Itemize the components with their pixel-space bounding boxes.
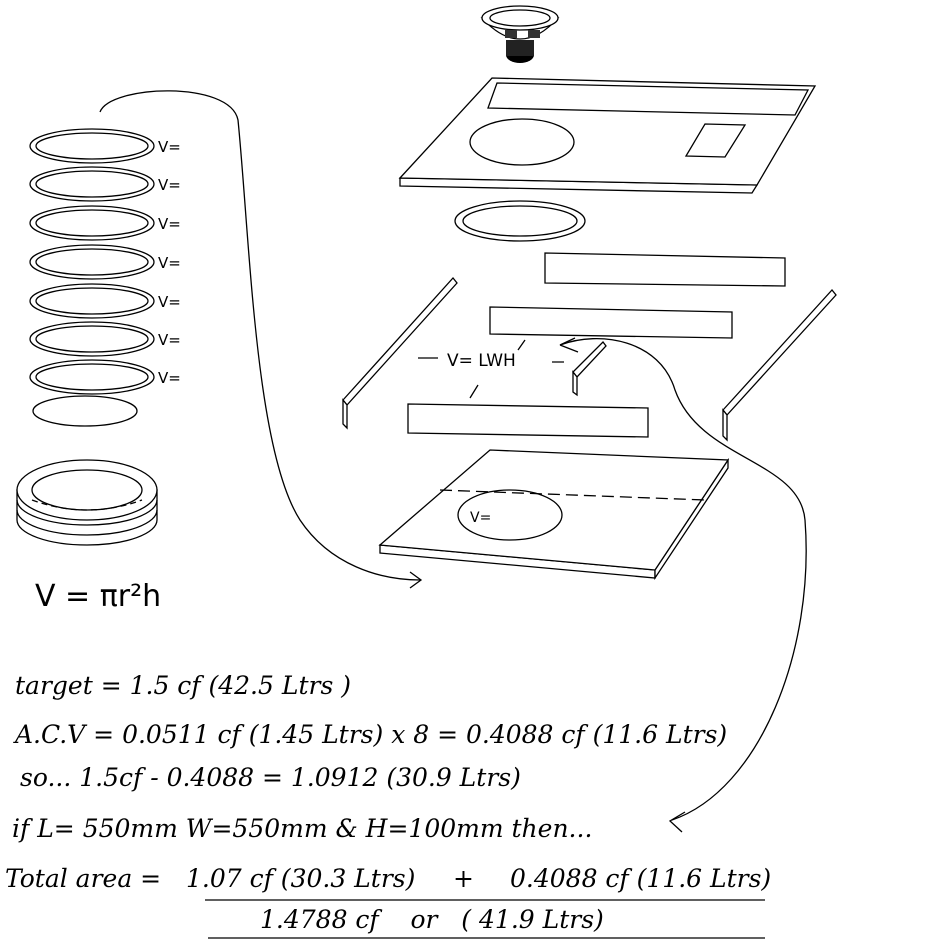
gasket-ring — [454, 200, 586, 242]
speaker-driver — [480, 5, 560, 63]
bottom-panel — [378, 449, 730, 581]
base-ring — [32, 395, 138, 427]
total-area-part-b: 0.4088 cf (11.6 Ltrs) — [510, 864, 771, 893]
acv-line: A.C.V = 0.0511 cf (1.45 Ltrs) x 8 = 0.40… — [13, 720, 727, 749]
calculation-notes: target = 1.5 cf (42.5 Ltrs ) A.C.V = 0.0… — [5, 671, 771, 939]
ring: V= — [29, 283, 181, 319]
cylinder-volume-formula: V = πr²h — [35, 579, 161, 614]
side-bars — [342, 252, 837, 442]
subtraction-line: so... 1.5cf - 0.4088 = 1.0912 (30.9 Ltrs… — [20, 763, 521, 792]
box-volume-formula: V= LWH — [447, 351, 516, 371]
ring-volume-label: V= — [158, 176, 181, 194]
ring: V= — [29, 244, 181, 280]
stacked-rings-cylinder — [16, 459, 158, 546]
bottom-hole-volume-label: V= — [470, 510, 491, 526]
ring-volume-label: V= — [158, 215, 181, 233]
ring-volume-label: V= — [158, 293, 181, 311]
ring: V= — [29, 359, 181, 395]
plus-sign: + — [453, 864, 474, 893]
ring: V= — [29, 205, 181, 241]
target-line: target = 1.5 cf (42.5 Ltrs ) — [15, 671, 351, 700]
ring: V= — [29, 166, 181, 202]
dimensions-line: if L= 550mm W=550mm & H=100mm then... — [12, 814, 592, 843]
top-panel — [398, 77, 817, 194]
curved-arrow-right — [559, 338, 807, 821]
ring: V= — [29, 321, 181, 357]
total-area-part-a: 1.07 cf (30.3 Ltrs) — [186, 864, 415, 893]
result-line: 1.4788 cf or ( 41.9 Ltrs) — [260, 905, 604, 934]
ring-volume-label: V= — [158, 254, 181, 272]
ring-volume-label: V= — [158, 138, 181, 156]
curved-arrow-left — [99, 90, 421, 581]
ring-stack-exploded: V= V= V= V= V= V= V= — [29, 128, 181, 427]
ring-volume-label: V= — [158, 331, 181, 349]
ring: V= — [29, 128, 181, 164]
total-area-label: Total area = — [5, 864, 161, 893]
ring-volume-label: V= — [158, 369, 181, 387]
